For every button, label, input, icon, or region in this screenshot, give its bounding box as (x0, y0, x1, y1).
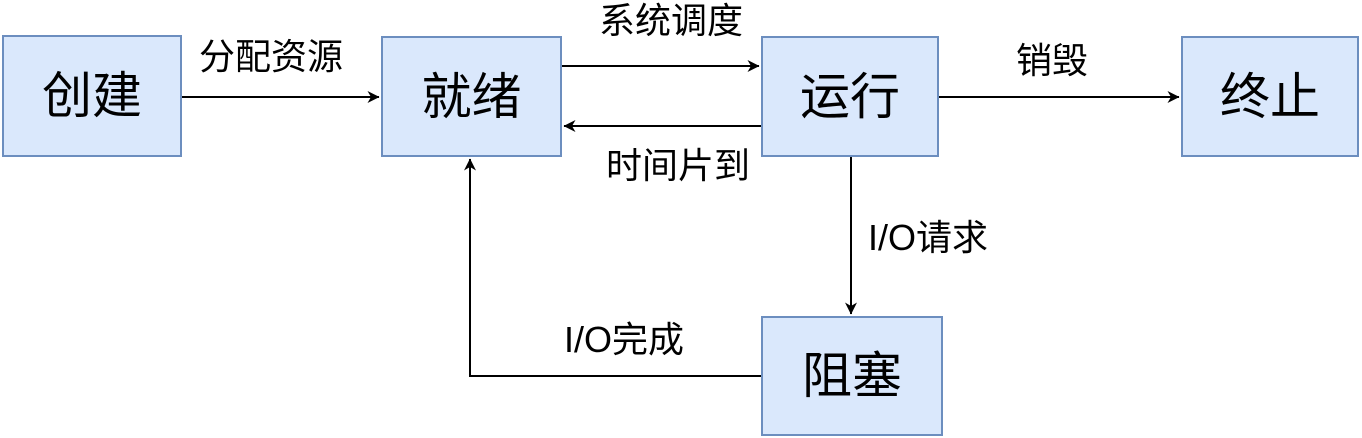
edge-blocked-to-ready (464, 158, 761, 377)
state-node-ready-label: 就绪 (421, 68, 522, 125)
state-node-running-label: 运行 (800, 68, 900, 125)
state-node-terminated-label: 终止 (1220, 68, 1320, 125)
state-node-blocked: 阻塞 (761, 316, 943, 436)
state-node-create: 创建 (2, 35, 182, 157)
edge-label-create-ready: 分配资源 (198, 36, 344, 77)
state-node-terminated: 终止 (1181, 36, 1359, 157)
edge-label-ready-running: 系统调度 (598, 0, 744, 41)
edge-label-running-blocked: I/O请求 (868, 217, 989, 258)
edge-label-running-terminated: 销毁 (1015, 40, 1089, 81)
state-node-running: 运行 (761, 36, 939, 157)
edge-label-blocked-ready: I/O完成 (563, 319, 685, 360)
state-node-create-label: 创建 (42, 68, 142, 124)
state-node-blocked-label: 阻塞 (802, 348, 902, 404)
state-node-ready: 就绪 (381, 36, 562, 157)
edge-label-running-ready: 时间片到 (605, 145, 751, 186)
